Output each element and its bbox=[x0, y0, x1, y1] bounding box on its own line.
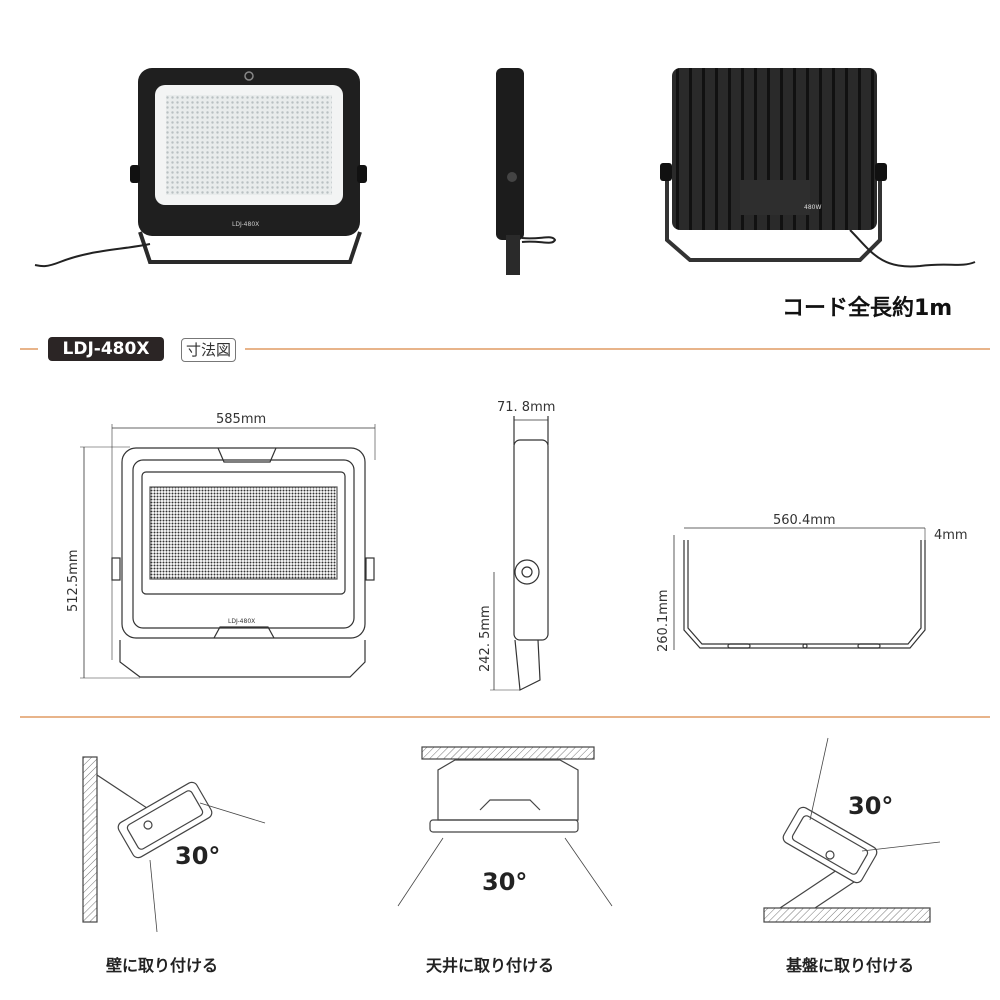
ground-mount-drawing bbox=[763, 737, 941, 923]
back-photo bbox=[660, 68, 976, 268]
side-drawing bbox=[490, 416, 549, 691]
back-label: 480W bbox=[804, 204, 822, 211]
wall-mount-caption: 壁に取り付ける bbox=[106, 956, 219, 975]
bracket-thickness-dimension: 4mm bbox=[934, 528, 968, 543]
ceiling-angle: 30° bbox=[482, 868, 528, 896]
cord-length-label: コード全長約1m bbox=[782, 296, 953, 321]
model-badge: LDJ-480X bbox=[48, 337, 164, 361]
divider-right bbox=[245, 348, 990, 350]
section-divider bbox=[20, 716, 990, 718]
front-photo-label: LDJ-480X bbox=[232, 221, 260, 228]
side-height-dimension: 242. 5mm bbox=[478, 605, 493, 672]
wall-mount-drawing bbox=[82, 756, 266, 933]
wall-angle: 30° bbox=[175, 842, 221, 870]
front-drawing bbox=[80, 424, 376, 679]
bracket-width-dimension: 560.4mm bbox=[773, 513, 836, 528]
ground-mount-caption: 基盤に取り付ける bbox=[786, 956, 915, 975]
ceiling-mount-caption: 天井に取り付ける bbox=[426, 956, 555, 975]
bracket-height-dimension: 260.1mm bbox=[656, 589, 671, 652]
bracket-drawing bbox=[673, 527, 926, 650]
ground-angle: 30° bbox=[848, 792, 894, 820]
depth-dimension: 71. 8mm bbox=[497, 400, 556, 415]
divider-left bbox=[20, 348, 38, 350]
side-photo bbox=[496, 68, 557, 275]
drawing-model-label: LDJ-480X bbox=[228, 618, 256, 625]
height-dimension: 512.5mm bbox=[66, 549, 81, 612]
dimension-drawing-tag: 寸法図 bbox=[181, 338, 237, 362]
width-dimension: 585mm bbox=[216, 412, 267, 427]
ceiling-mount-drawing bbox=[397, 746, 613, 907]
front-photo bbox=[34, 68, 367, 268]
